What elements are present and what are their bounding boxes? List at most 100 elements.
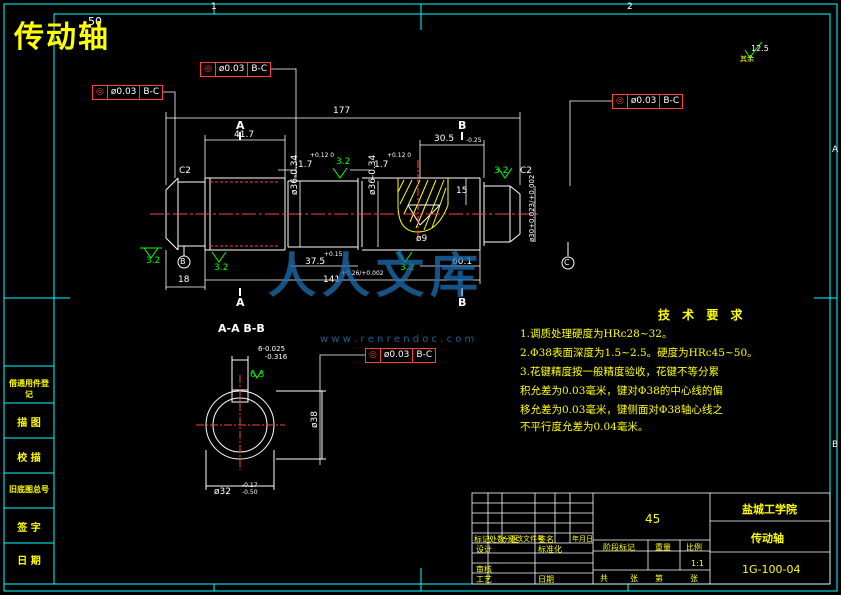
chamfer-left: C2 (179, 166, 192, 176)
tech-line: 1.调质处理硬度为HRc28~32。 (520, 328, 673, 340)
datum-c-label: C (564, 258, 570, 267)
datum-b-label: B (180, 257, 186, 266)
tech-line: 积允差为0.03毫米，键对Φ38的中心线的偏 (520, 385, 723, 397)
label-check: 审核 (476, 565, 492, 574)
tolerance-value: ø0.03 (108, 86, 141, 99)
dim-len-141-tol: +0.26/+0.002 (341, 270, 384, 277)
dim-key-dia: ø9 (416, 234, 428, 244)
label-zone: 分区 (503, 535, 519, 544)
dim-groove1: 1.7 (298, 160, 313, 170)
rough-mid1: 3.2 (214, 263, 229, 273)
dim-dia-right: ø30+0.023/+0.002 (528, 174, 536, 242)
side-cell: 描 图 (17, 418, 41, 429)
datum-symbols (177, 242, 575, 270)
dim-len-60-1: 60.1 (452, 257, 473, 267)
section-top-tol: 6-0.025 -0.316 (258, 345, 288, 361)
zone-label-2: 2 (627, 2, 633, 12)
tolerance-frame: ◎ ø0.03 B-C (92, 85, 164, 100)
label-sign: 签名 (538, 535, 554, 544)
dim-len-18: 18 (178, 275, 190, 285)
concentricity-icon: ◎ (366, 349, 381, 362)
title-block-grid (471, 492, 831, 585)
label-process: 工艺 (476, 575, 492, 584)
scale-value: 1:1 (691, 559, 704, 568)
zone-label-b: B (832, 440, 839, 450)
tolerance-frame: ◎ ø0.03 B-C (612, 94, 684, 109)
roughness-marks (140, 41, 763, 379)
dim-groove2: 1.7 (374, 160, 389, 170)
label-weight: 重量 (655, 543, 671, 552)
label-count: 处数 (489, 535, 505, 544)
tolerance-datum: B-C (251, 64, 268, 74)
watermark-logo: 人人文库 (268, 248, 485, 304)
side-column (3, 365, 55, 585)
tolerance-value: ø0.03 (381, 349, 414, 362)
tolerance-value: ø0.03 (628, 95, 661, 108)
tech-line: 移允差为0.03毫米，键侧面对Φ38轴心线之 (520, 404, 723, 416)
label-file: 更改文件号 (509, 535, 544, 543)
tolerance-datum: B-C (416, 350, 433, 360)
material: 45 (645, 512, 661, 526)
school-name: 盐城工学院 (742, 503, 797, 516)
label-ratio: 比例 (686, 543, 702, 552)
dim-total-length: 177 (333, 106, 351, 116)
section-rough: 6.3 (250, 370, 265, 380)
section-dia: ø38 (310, 411, 320, 428)
section-b-bottom: B (458, 296, 467, 309)
tech-requirements-heading: 技 术 要 求 (658, 308, 747, 322)
leader-lines (162, 68, 612, 465)
watermark-url: w w w . r e n r e n d o c . c o m (320, 334, 475, 345)
section-cut-marks (239, 132, 463, 296)
dim-key-depth: 15 (456, 186, 468, 196)
dimension-lines (165, 112, 536, 290)
label-std: 标准化 (538, 545, 562, 554)
section-a-top: A (236, 119, 245, 132)
tech-line: 3.花键精度按一般精度验收，花键不等分累 (520, 366, 720, 378)
label-total: 共 (600, 574, 608, 583)
tech-line: 2.Φ38表面深度为1.5~2.5。硬度为HRc45~50。 (520, 347, 758, 359)
tolerance-datum: B-C (143, 87, 160, 97)
rough-mid2: 3.2 (400, 263, 415, 273)
side-cell: 旧底图总号 (9, 485, 49, 494)
dim-dia-left: ø36-0.34 (290, 154, 300, 195)
concentricity-icon: ◎ (613, 95, 628, 108)
label-page: 第 (655, 574, 663, 583)
surface-finish-value: 12.5 (751, 44, 769, 53)
side-cell: 签 字 (17, 523, 41, 534)
section-b-top: B (458, 119, 467, 132)
cross-section (196, 356, 326, 490)
dim-len-141: 141 (323, 275, 341, 285)
section-bottom-dim: ø32 (214, 487, 231, 497)
dim-groove1-tol: +0.12 0 (310, 152, 335, 159)
keyway-section (397, 178, 449, 233)
label-design: 设计 (476, 545, 492, 554)
rough-left: 3.2 (146, 256, 161, 266)
section-view-label: A-A B-B (218, 322, 265, 335)
concentricity-icon: ◎ (93, 86, 108, 99)
side-cell: 借通用件登记 (9, 379, 49, 399)
dim-groove2-tol: +0.12 0 (387, 152, 412, 159)
dim-keyway-width: 30.5 (434, 134, 455, 144)
label-ymd: 年月日 (572, 535, 593, 543)
dim-len-37-5-tol: +0.15 (324, 251, 343, 258)
rough-top2: 3.2 (494, 166, 509, 176)
tolerance-frame: ◎ ø0.03 B-C (200, 62, 272, 77)
chamfer-right: C2 (520, 166, 533, 176)
dim-keyway-tol: -0.25 (466, 137, 482, 144)
label-stage: 阶段标记 (603, 543, 635, 552)
zone-label-1: 1 (211, 2, 217, 12)
tolerance-value: ø0.03 (216, 63, 249, 76)
concentricity-icon: ◎ (201, 63, 216, 76)
label-mark: 标记 (474, 535, 490, 544)
part-name: 传动轴 (751, 532, 784, 545)
drawing-title: 传动轴 (14, 20, 110, 55)
label-sheet: 张 (630, 574, 638, 583)
label-sheet-2: 张 (690, 574, 698, 583)
tolerance-frame: ◎ ø0.03 B-C (365, 348, 437, 363)
rough-top: 3.2 (336, 157, 351, 167)
section-bottom-tol: -0.17 -0.50 (242, 482, 258, 496)
top-mark: 50 (88, 15, 102, 28)
drawing-number: 1G-100-04 (742, 563, 801, 576)
dim-dia-mid: ø36-0.34 (368, 154, 378, 195)
